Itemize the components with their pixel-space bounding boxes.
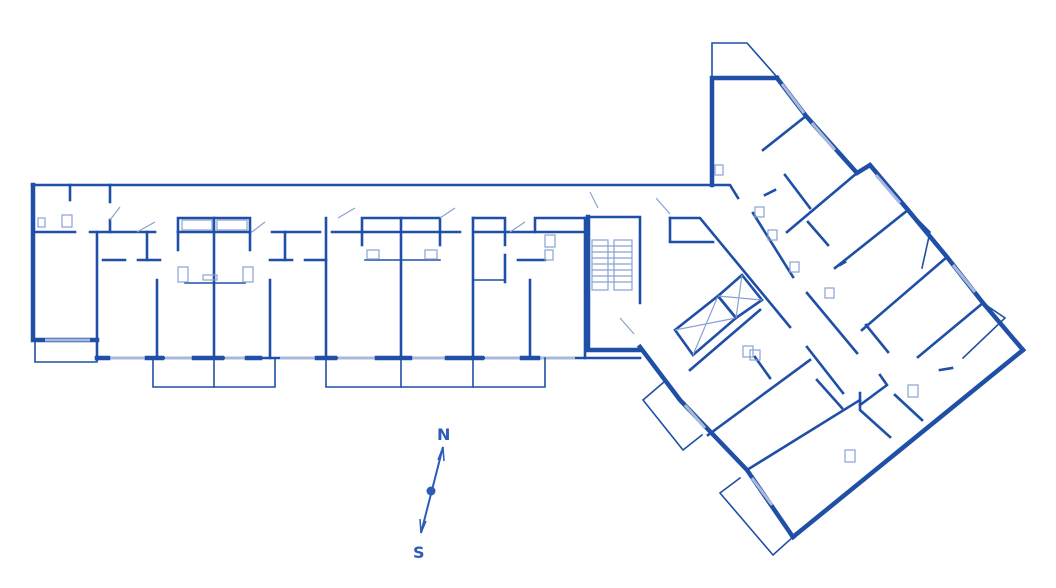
elevator-shafts xyxy=(673,273,764,357)
southeast-exterior-wall xyxy=(789,346,1027,541)
north-arrowhead-icon xyxy=(437,446,445,462)
southwest-exterior-wall xyxy=(636,343,797,541)
south-label: S xyxy=(413,543,425,562)
north-balcony xyxy=(711,42,779,186)
unit-partitions xyxy=(688,114,985,472)
balcony-west xyxy=(34,339,98,363)
left-wing xyxy=(30,182,714,388)
door-swings xyxy=(109,191,671,335)
south-arrowhead-icon xyxy=(419,518,427,534)
compass: N S xyxy=(413,425,450,562)
east-wing xyxy=(636,42,1027,557)
northeast-exterior-wall xyxy=(773,74,1027,354)
south-windows xyxy=(45,338,625,360)
stairwell xyxy=(585,214,643,353)
balcony xyxy=(641,380,704,452)
balcony xyxy=(718,476,795,557)
interior-walls xyxy=(31,183,587,360)
compass-center-dot xyxy=(426,486,436,496)
fixtures xyxy=(37,214,556,283)
north-label: N xyxy=(437,425,450,444)
corridor-walls xyxy=(668,183,859,395)
balconies-south xyxy=(152,357,546,388)
fixtures xyxy=(714,164,919,463)
north-room-wall xyxy=(709,75,780,188)
west-exterior-wall xyxy=(30,182,100,343)
